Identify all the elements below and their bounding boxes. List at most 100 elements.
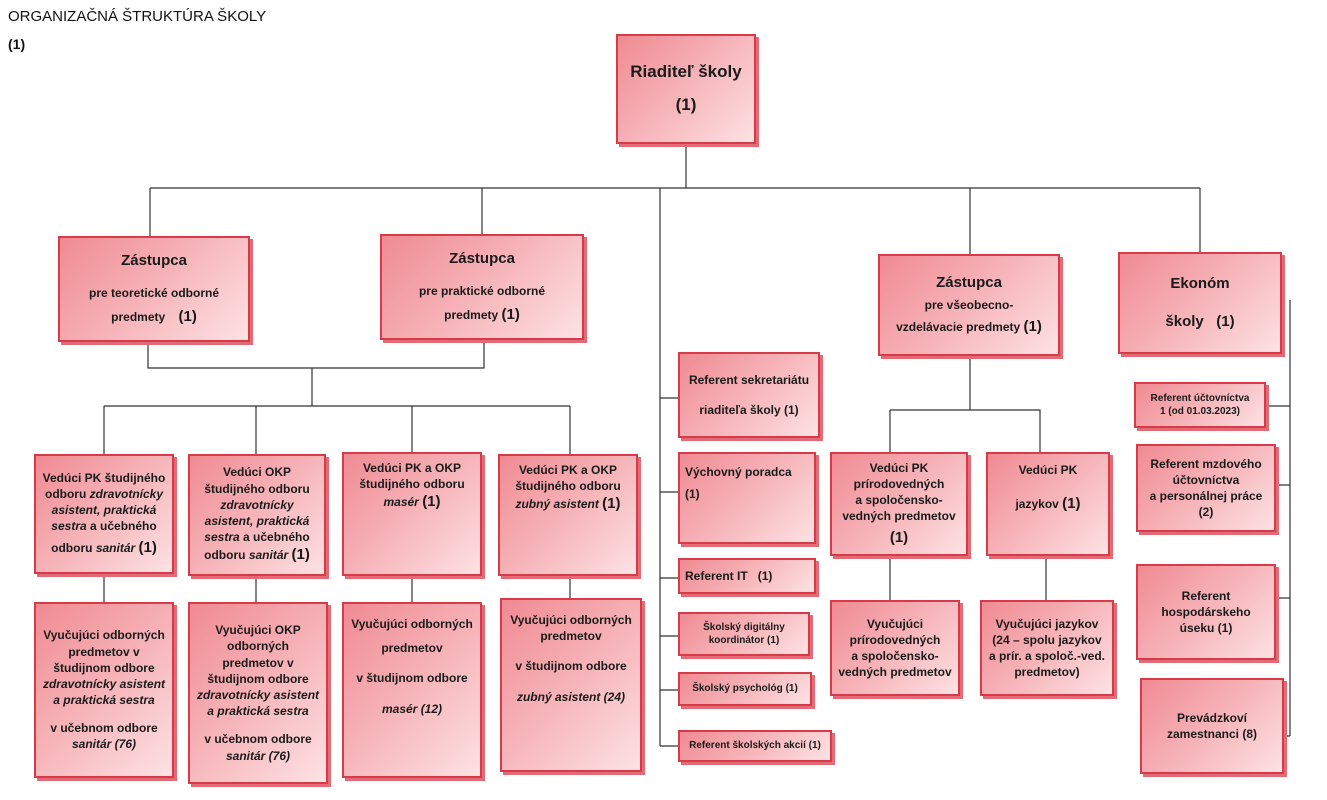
payroll-line1: Referent mzdového bbox=[1150, 456, 1262, 471]
it-label: Referent IT (1) bbox=[685, 568, 773, 583]
econ-line3: úseku (1) bbox=[1179, 621, 1233, 636]
pk-science-count: (1) bbox=[889, 529, 909, 547]
okp1-line3: zdravotnícky bbox=[220, 497, 294, 512]
t3-line1: Vyučujúci odborných bbox=[351, 617, 473, 631]
econ-line1: Referent bbox=[1181, 588, 1231, 603]
tl-line1: Vyučujúci jazykov bbox=[995, 616, 1099, 631]
t4-line3: v študijnom odbore bbox=[515, 659, 627, 674]
page-title: ORGANIZAČNÁ ŠTRUKTÚRA ŠKOLY bbox=[8, 8, 267, 25]
t3-line4: masér (12) bbox=[381, 701, 443, 716]
deputy-practice-line1: pre praktické odborné bbox=[418, 283, 546, 298]
t1-line7: sanitár (76) bbox=[71, 737, 137, 752]
t3-line3: v študijnom odbore bbox=[356, 671, 468, 686]
deputy-theory-box: Zástupca pre teoretické odborné predmety… bbox=[58, 236, 250, 342]
secretariat-line1: Referent sekretariátu bbox=[688, 372, 810, 387]
accounting-box: Referent účtovníctva 1 (od 01.03.2023) bbox=[1134, 382, 1266, 428]
pk-lang-line2: jazykov (1) bbox=[1015, 495, 1081, 513]
pk-science-line1: Vedúci PK bbox=[869, 460, 929, 475]
t1-line6: v učebnom odbore bbox=[50, 721, 158, 736]
digital-line2: koordinátor (1) bbox=[708, 635, 780, 646]
pk3-line2: študijného odboru bbox=[515, 479, 621, 494]
t2-line6: a praktická sestra bbox=[207, 704, 309, 719]
acc-line2: 1 (od 01.03.2023) bbox=[1159, 406, 1241, 417]
ops-line1: Prevádzkoví bbox=[1176, 710, 1248, 725]
it-box: Referent IT (1) bbox=[678, 558, 816, 594]
teachers-science-box: Vyučujúci prírodovedných a spoločensko- … bbox=[830, 600, 960, 696]
economy-box: Referent hospodárskeho úseku (1) bbox=[1136, 564, 1276, 660]
tl-line2: (24 – spolu jazykov bbox=[992, 632, 1102, 647]
t3-line2: predmetov bbox=[381, 641, 443, 656]
t1-line4: zdravotnícky asistent bbox=[42, 676, 166, 691]
pk-science-line2: prírodovedných bbox=[853, 476, 945, 491]
t4-line1: Vyučujúci odborných bbox=[510, 613, 632, 627]
director-count: (1) bbox=[675, 95, 697, 114]
ts-line3: a spoločensko- bbox=[851, 649, 939, 663]
t2-line1: Vyučujúci OKP bbox=[215, 623, 301, 638]
ts-line4: vedných predmetov bbox=[838, 665, 952, 680]
payroll-count: (2) bbox=[1198, 505, 1214, 520]
pk-science-line3: a spoločensko- bbox=[855, 492, 943, 507]
ops-line2: zamestnanci (8) bbox=[1166, 727, 1258, 741]
digital-line1: Školský digitálny bbox=[703, 621, 785, 633]
teachers1-box: Vyučujúci odborných predmetov v študijno… bbox=[34, 602, 174, 778]
economist-box: Ekonóm školy (1) bbox=[1118, 252, 1282, 354]
okp1-line5: sestra a učebného bbox=[204, 530, 310, 545]
pk2-box: Vedúci PK a OKP študijného odboru masér … bbox=[342, 452, 482, 576]
teachers2-box: Vyučujúci OKP odborných predmetov v štud… bbox=[188, 602, 328, 784]
tl-line4: predmetov) bbox=[1014, 665, 1080, 680]
pk1-box: Vedúci PK študijného odboru zdravotnícky… bbox=[34, 454, 174, 574]
deputy-general-head: Zástupca bbox=[936, 273, 1002, 291]
t1-line5: a praktická sestra bbox=[53, 693, 155, 708]
t1-line3: študijnom odbore bbox=[53, 660, 155, 675]
t2-line2: odborných bbox=[227, 639, 289, 654]
acc-line1: Referent účtovníctva bbox=[1150, 392, 1250, 404]
deputy-general-line2: vzdelávacie predmety (1) bbox=[896, 318, 1042, 336]
ts-line1: Vyučujúci bbox=[866, 616, 924, 631]
pk-science-box: Vedúci PK prírodovedných a spoločensko- … bbox=[830, 452, 968, 556]
deputy-theory-head: Zástupca bbox=[121, 251, 187, 269]
deputy-general-box: Zástupca pre všeobecno- vzdelávacie pred… bbox=[878, 254, 1060, 356]
pk2-line3: masér (1) bbox=[383, 493, 441, 511]
pk1-line3: asistent, praktická bbox=[51, 502, 157, 517]
t2-line8: sanitár (76) bbox=[225, 748, 291, 763]
pk-lang-line1: Vedúci PK bbox=[1018, 463, 1078, 477]
secretariat-line2: riaditeľa školy (1) bbox=[699, 403, 799, 417]
pk1-line1: Vedúci PK študijného bbox=[42, 470, 166, 485]
events-label: Referent školských akcií (1) bbox=[689, 740, 821, 752]
okp1-line1: Vedúci OKP bbox=[222, 465, 292, 480]
pk1-line2: odboru zdravotnícky bbox=[44, 486, 164, 501]
psychologist-box: Školský psychológ (1) bbox=[678, 672, 812, 706]
payroll-box: Referent mzdového účtovníctva a personál… bbox=[1136, 444, 1276, 532]
pk3-box: Vedúci PK a OKP študijného odboru zubný … bbox=[498, 454, 638, 576]
page-title-count: (1) bbox=[8, 36, 26, 52]
deputy-general-line1: pre všeobecno- bbox=[924, 297, 1014, 312]
deputy-theory-line1: pre teoretické odborné bbox=[88, 285, 220, 300]
pk-science-line4: vedných predmetov bbox=[842, 509, 956, 524]
director-box: Riaditeľ školy (1) bbox=[616, 34, 756, 144]
okp1-line2: študijného odboru bbox=[204, 481, 310, 496]
economist-head: Ekonóm bbox=[1170, 274, 1230, 292]
psychologist-label: Školský psychológ (1) bbox=[692, 683, 798, 695]
t1-line2: predmetov v bbox=[68, 644, 140, 659]
pk-lang-box: Vedúci PK jazykov (1) bbox=[986, 452, 1110, 556]
tl-line3: a prír. a spoloč.-ved. bbox=[988, 649, 1106, 663]
t2-line4: študijnom odbore bbox=[207, 671, 309, 686]
okp1-line6: odboru sanitár (1) bbox=[204, 546, 310, 564]
payroll-line2: účtovníctva bbox=[1172, 472, 1240, 487]
econ-line2: hospodárskeho bbox=[1161, 604, 1251, 619]
deputy-practice-line2: predmety (1) bbox=[444, 306, 520, 324]
events-box: Referent školských akcií (1) bbox=[678, 730, 832, 762]
pk1-line4: sestra a učebného bbox=[51, 519, 157, 534]
okp1-line4: asistent, praktická bbox=[204, 513, 310, 528]
deputy-practice-head: Zástupca bbox=[449, 249, 515, 267]
teachers3-box: Vyučujúci odborných predmetov v študijno… bbox=[342, 602, 482, 778]
pk2-line2: študijného odboru bbox=[359, 477, 465, 492]
t4-line2: predmetov bbox=[540, 629, 602, 644]
pk1-line5: odboru sanitár (1) bbox=[51, 539, 157, 557]
t2-line7: v učebnom odbore bbox=[204, 732, 312, 747]
digital-box: Školský digitálny koordinátor (1) bbox=[678, 612, 810, 656]
counselor-box: Výchovný poradca (1) bbox=[678, 452, 816, 544]
economist-line1: školy (1) bbox=[1165, 313, 1235, 330]
ts-line2: prírodovedných bbox=[849, 632, 941, 647]
